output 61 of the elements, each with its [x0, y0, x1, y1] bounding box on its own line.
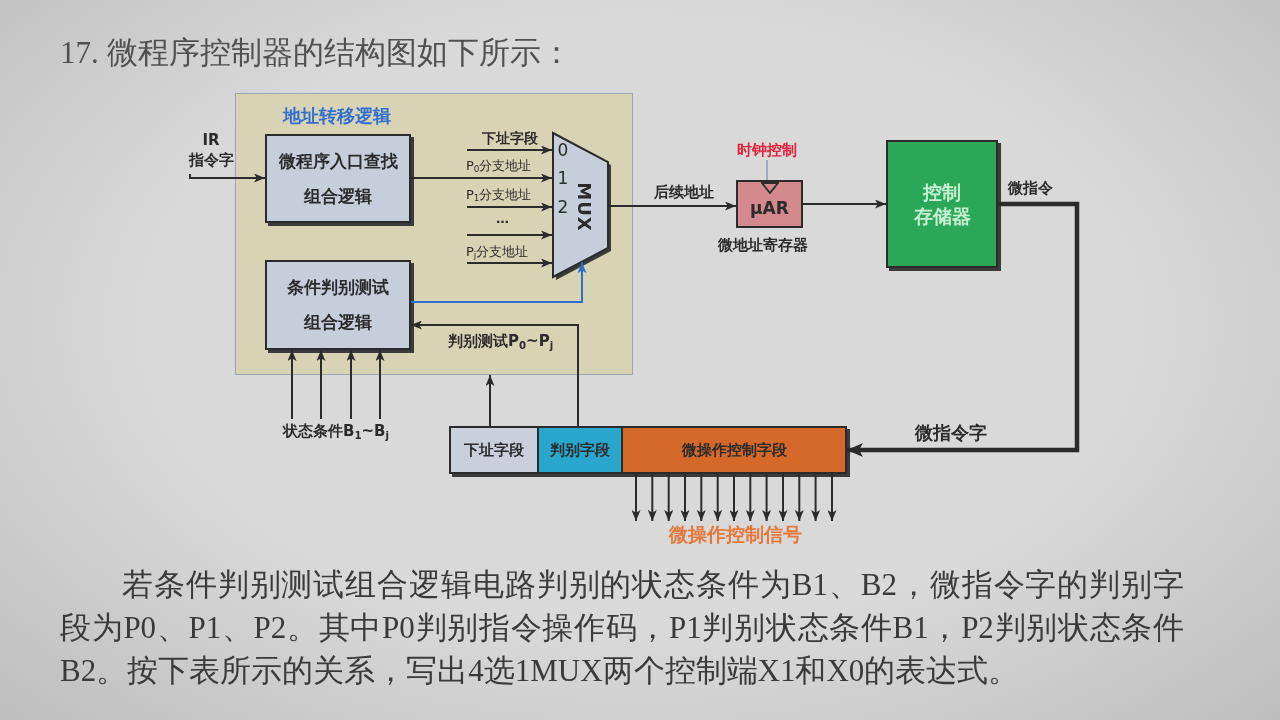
input-label: 状态条件B$_{1}$~B$_{j}$: [272, 419, 400, 443]
arrow: [762, 473, 772, 522]
arrow: [713, 473, 723, 522]
arrow: [664, 473, 674, 522]
edge-label: P$_{j}$分支地址: [466, 243, 529, 260]
side-label: 微指令字: [915, 422, 987, 444]
clock-label: 时钟控制: [730, 140, 804, 160]
arrow: [794, 473, 804, 522]
register-name: μAR: [750, 197, 789, 218]
arrow: [811, 473, 821, 522]
arrow: [802, 199, 887, 209]
arrow: [696, 473, 706, 522]
multiplexer: [552, 132, 609, 278]
arrow: [647, 473, 657, 522]
arrow: [410, 320, 579, 427]
arrow: [631, 473, 641, 522]
arrow: [466, 145, 553, 155]
arrow: [608, 201, 737, 211]
edge-label: 后续地址: [654, 183, 714, 202]
edge-label: 下址字段: [482, 129, 538, 147]
instruction-field: 判别字段: [537, 426, 623, 474]
arrow: [847, 201, 1080, 457]
output-label: 微操作控制信号: [632, 521, 838, 547]
mux-label: MUX: [574, 182, 594, 232]
input-number: 1: [557, 168, 569, 188]
arrow: [375, 349, 385, 420]
arrow: [485, 374, 495, 427]
logic-group-panel: [235, 93, 633, 375]
arrow: [410, 261, 587, 303]
edge-label: P$_{0}$分支地址: [466, 157, 532, 174]
register-block: [736, 180, 803, 228]
instruction-field: 微操作控制字段: [621, 426, 847, 474]
logic-block: 微程序入口查找组合逻辑: [265, 134, 411, 223]
arrow: [346, 349, 356, 420]
edge-label: 微指令: [1008, 179, 1053, 198]
arrow: [729, 473, 739, 522]
connector-line: [766, 159, 768, 181]
edge-label: 判别测试P$_{0}$~P$_{j}$: [448, 332, 554, 351]
register-caption: 微地址寄存器: [718, 236, 808, 255]
input-number: 2: [557, 197, 569, 217]
arrow: [466, 230, 553, 240]
question-text: 若条件判别测试组合逻辑电路判别的状态条件为B1、B2，微指令字的判别字段为P0、P1、P2。其中P0判别指令操作码，P1判别状态条件B1，P2判别状态条件B2。按下表所示的关系，写出4选1MUX两个控制端X1和X0的表达式。: [60, 566, 1184, 690]
input-number: 0: [557, 140, 569, 160]
arrow: [410, 173, 553, 183]
arrow: [778, 473, 788, 522]
arrow: [316, 349, 326, 420]
edge-label: P$_{1}$分支地址: [466, 186, 532, 203]
arrow: [466, 258, 553, 268]
arrow: [189, 173, 266, 183]
logic-block: 条件判别测试组合逻辑: [265, 260, 411, 350]
arrow: [827, 473, 837, 522]
arrow: [680, 473, 690, 522]
input-label: IR指令字: [184, 130, 238, 174]
arrow: [745, 473, 755, 522]
instruction-field: 下址字段: [449, 426, 539, 474]
memory-block: 控制存储器: [886, 140, 998, 268]
arrow: [287, 349, 297, 420]
arrow: [466, 202, 553, 212]
group-heading: 地址转移逻辑: [283, 105, 391, 127]
page-title: 17. 微程序控制器的结构图如下所示：: [60, 34, 572, 72]
edge-label: …: [496, 210, 509, 227]
